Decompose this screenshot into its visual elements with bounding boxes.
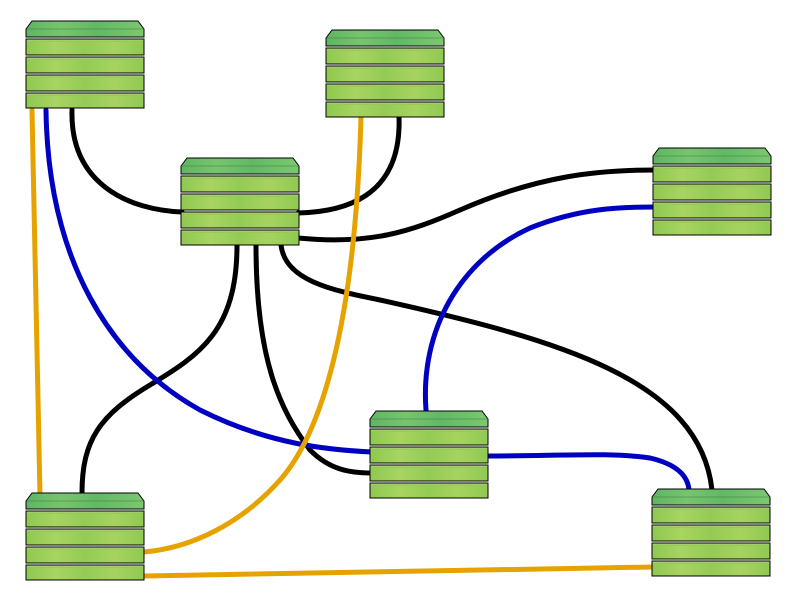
link-center-hub-to-right	[295, 167, 658, 243]
server-stack-icon	[25, 20, 145, 109]
server-stack-icon	[369, 410, 489, 499]
link-bottom-left-to-bottom-right	[141, 564, 656, 579]
nodes-layer	[25, 20, 772, 581]
link-middle-bottom-to-bottom-right	[484, 452, 692, 493]
server-top-left[interactable]	[25, 20, 145, 109]
server-stack-icon	[652, 147, 772, 236]
server-middle-bottom[interactable]	[369, 410, 489, 499]
link-top-left-to-bottom-left	[29, 107, 43, 498]
link-top-middle-to-bottom-left	[141, 114, 364, 555]
server-stack-icon	[180, 157, 300, 246]
link-center-hub-to-bottom-right	[278, 242, 715, 493]
server-top-middle[interactable]	[325, 29, 445, 118]
link-top-middle-to-center-hub	[295, 114, 402, 216]
server-bottom-right[interactable]	[651, 488, 771, 577]
server-right[interactable]	[652, 147, 772, 236]
links-layer	[29, 107, 715, 579]
link-top-left-to-center-hub	[69, 107, 185, 215]
link-top-left-to-middle-bottom	[43, 107, 375, 455]
server-center-hub[interactable]	[180, 157, 300, 246]
server-bottom-left[interactable]	[25, 492, 145, 581]
link-middle-bottom-to-right	[422, 204, 658, 413]
link-center-hub-to-bottom-left	[79, 242, 240, 496]
server-stack-icon	[325, 29, 445, 118]
server-stack-icon	[651, 488, 771, 577]
link-center-hub-to-middle-bottom	[253, 242, 375, 476]
server-stack-icon	[25, 492, 145, 581]
